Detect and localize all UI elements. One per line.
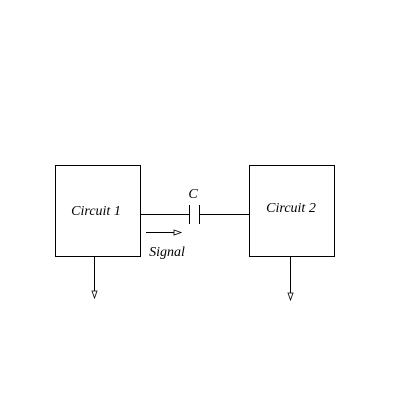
circuit-1-box [55, 165, 141, 257]
ground-arrow-1-icon [91, 290, 98, 300]
capacitor-label: C [188, 187, 198, 202]
circuit-2-box [249, 165, 335, 257]
ground-arrow-2-icon [287, 292, 294, 302]
circuit-1-label: Circuit 1 [71, 204, 121, 219]
signal-arrow-head [173, 229, 183, 236]
circuit-2-label: Circuit 2 [266, 201, 316, 216]
signal-label: Signal [149, 245, 185, 260]
